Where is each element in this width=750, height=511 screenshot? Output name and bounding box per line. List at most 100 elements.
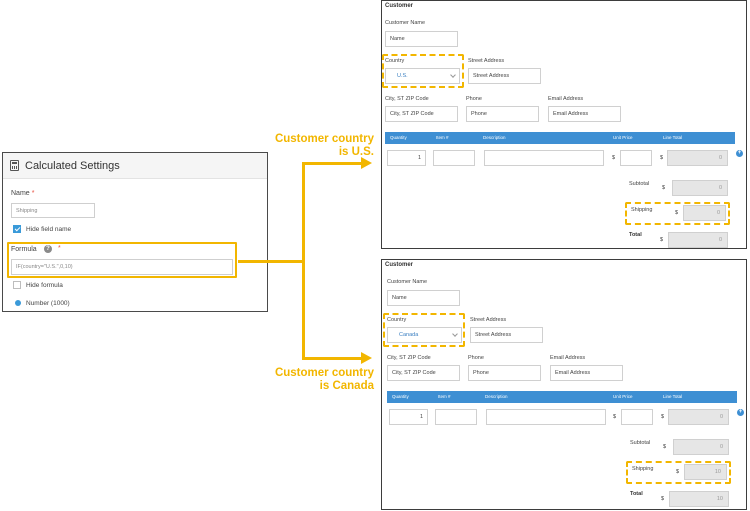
section-customer: Customer [385, 262, 414, 268]
header-quantity: Quantity [390, 135, 407, 140]
quantity-input[interactable]: 1 [389, 409, 428, 425]
number-format-radio[interactable] [15, 300, 21, 306]
header-line-total: Line Total [663, 394, 683, 399]
hide-field-name-label: Hide field name [26, 226, 72, 233]
description-input[interactable] [484, 150, 604, 166]
city-label: City, ST ZIP Code [387, 355, 431, 361]
country-highlight [383, 313, 465, 347]
total-label: Total [629, 232, 642, 238]
shipping-highlight [625, 202, 730, 225]
shipping-highlight [626, 461, 731, 484]
line-total-field: 0 [668, 409, 729, 425]
item-number-input[interactable] [433, 150, 475, 166]
connector-vertical [302, 163, 305, 359]
help-icon[interactable]: ? [44, 245, 52, 253]
street-placeholder: Street Address [475, 332, 512, 338]
quantity-input[interactable]: 1 [387, 150, 426, 166]
shipping-currency: $ [676, 469, 680, 475]
add-row-button[interactable]: + [736, 150, 743, 157]
street-input[interactable]: Street Address [470, 327, 543, 343]
unit-price-input[interactable] [620, 150, 652, 166]
country-value: U.S. [397, 73, 408, 79]
description-input[interactable] [486, 409, 606, 425]
hide-field-name-checkbox[interactable] [13, 225, 21, 233]
required-mark: * [31, 190, 35, 197]
city-placeholder: City, ST ZIP Code [392, 370, 436, 376]
phone-placeholder: Phone [471, 111, 487, 117]
email-input[interactable]: Email Address [550, 365, 623, 381]
calculated-settings-panel: Calculated Settings Name* Shipping Hide … [2, 152, 268, 312]
header-unit-price: Unit Price [613, 394, 633, 399]
connector-to-us [302, 162, 363, 165]
item-number-input[interactable] [435, 409, 477, 425]
street-input[interactable]: Street Address [468, 68, 541, 84]
subtotal-field: 0 [672, 180, 728, 196]
city-input[interactable]: City, ST ZIP Code [387, 365, 460, 381]
items-table-header: Quantity Item # Description Unit Price L… [385, 132, 735, 144]
total-value: 0 [718, 237, 722, 243]
header-item: Item # [436, 135, 449, 140]
country-select[interactable]: U.S. [385, 68, 460, 84]
customer-name-label: Customer Name [387, 279, 428, 285]
shipping-value: 10 [714, 469, 721, 475]
formula-label-text: Formula [11, 246, 37, 253]
hide-formula-checkbox[interactable] [13, 281, 21, 289]
annotation-canada: Customer country is Canada [270, 367, 374, 393]
city-placeholder: City, ST ZIP Code [390, 111, 434, 117]
country-select[interactable]: Canada [387, 327, 462, 343]
number-format-label: Number (1000) [26, 300, 70, 307]
subtotal-value: 0 [718, 185, 722, 191]
form-us: Customer Customer Name Name Country U.S.… [381, 0, 747, 249]
line-total-currency: $ [661, 414, 665, 420]
subtotal-label: Subtotal [630, 440, 651, 446]
formula-input[interactable]: IF(country="U.S.",0,10) [11, 259, 233, 275]
line-total-field: 0 [667, 150, 728, 166]
hide-formula-label: Hide formula [26, 282, 63, 289]
add-row-button[interactable]: + [737, 409, 744, 416]
email-input[interactable]: Email Address [548, 106, 621, 122]
unit-price-currency: $ [612, 155, 616, 161]
subtotal-currency: $ [662, 185, 666, 191]
total-field: 0 [668, 232, 728, 248]
unit-price-input[interactable] [621, 409, 653, 425]
line-total-currency: $ [660, 155, 664, 161]
section-customer: Customer [385, 3, 414, 9]
city-input[interactable]: City, ST ZIP Code [385, 106, 458, 122]
header-quantity: Quantity [392, 394, 409, 399]
phone-input[interactable]: Phone [468, 365, 541, 381]
annotation-us: Customer country is U.S. [270, 133, 374, 159]
subtotal-field: 0 [673, 439, 729, 455]
name-field-value: Shipping [16, 207, 38, 214]
unit-price-currency: $ [613, 414, 617, 420]
customer-name-input[interactable]: Name [387, 290, 460, 306]
total-currency: $ [660, 237, 664, 243]
formula-required-mark: * [58, 245, 61, 252]
formula-label: Formula [11, 246, 37, 253]
connector-horizontal [238, 260, 304, 263]
arrow-to-us [361, 157, 372, 169]
name-field[interactable]: Shipping [11, 203, 95, 218]
quantity-value: 1 [419, 414, 423, 420]
phone-label: Phone [466, 96, 482, 102]
customer-name-label: Customer Name [385, 20, 426, 26]
country-label: Country [387, 317, 407, 323]
shipping-currency: $ [675, 210, 679, 216]
header-description: Description [485, 394, 508, 399]
subtotal-label: Subtotal [629, 181, 650, 187]
phone-input[interactable]: Phone [466, 106, 539, 122]
total-value: 10 [716, 496, 723, 502]
annotation-canada-line2: is Canada [319, 380, 374, 392]
street-placeholder: Street Address [473, 73, 510, 79]
shipping-label: Shipping [631, 207, 653, 213]
settings-header: Calculated Settings [3, 153, 267, 179]
form-canada: Customer Customer Name Name Country Cana… [381, 259, 747, 510]
customer-name-input[interactable]: Name [385, 31, 458, 47]
customer-name-placeholder: Name [390, 36, 405, 42]
annotation-us-line1: Customer country [274, 133, 374, 145]
header-item: Item # [438, 394, 451, 399]
total-currency: $ [661, 496, 665, 502]
settings-title: Calculated Settings [25, 159, 120, 172]
quantity-value: 1 [417, 155, 421, 161]
shipping-value: 0 [716, 210, 720, 216]
items-table-header: Quantity Item # Description Unit Price L… [387, 391, 737, 403]
